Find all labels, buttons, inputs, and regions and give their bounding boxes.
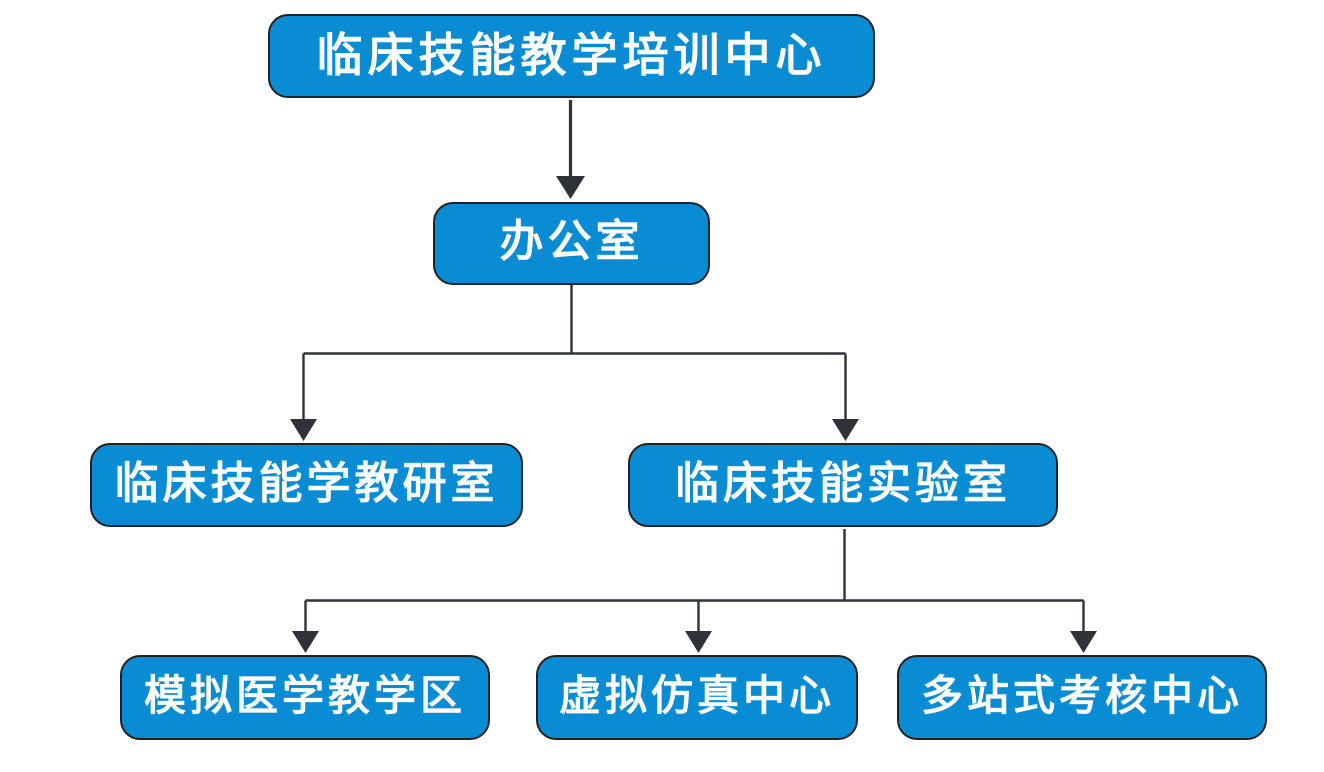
edge-lab-to-level4 xyxy=(292,529,1097,653)
node-label: 办公室 xyxy=(499,216,644,267)
node-teaching-research-office: 临床技能学教研室 xyxy=(90,443,523,527)
node-label: 模拟医学教学区 xyxy=(143,671,466,720)
node-label: 临床技能实验室 xyxy=(675,457,1011,509)
node-clinical-skills-training-center: 临床技能教学培训中心 xyxy=(268,14,875,98)
node-skills-laboratory: 临床技能实验室 xyxy=(628,443,1058,527)
node-office: 办公室 xyxy=(433,202,710,285)
node-virtual-simulation-center: 虚拟仿真中心 xyxy=(536,655,858,740)
node-multi-station-assessment-center: 多站式考核中心 xyxy=(897,655,1267,740)
node-simulated-medicine-teaching-area: 模拟医学教学区 xyxy=(120,655,490,740)
node-label: 虚拟仿真中心 xyxy=(558,671,835,720)
node-label: 多站式考核中心 xyxy=(920,671,1243,720)
node-label: 临床技能教学培训中心 xyxy=(316,27,827,82)
edge-office-to-level3 xyxy=(290,285,859,441)
edge-root-to-office xyxy=(556,100,585,199)
node-label: 临床技能学教研室 xyxy=(114,457,499,509)
